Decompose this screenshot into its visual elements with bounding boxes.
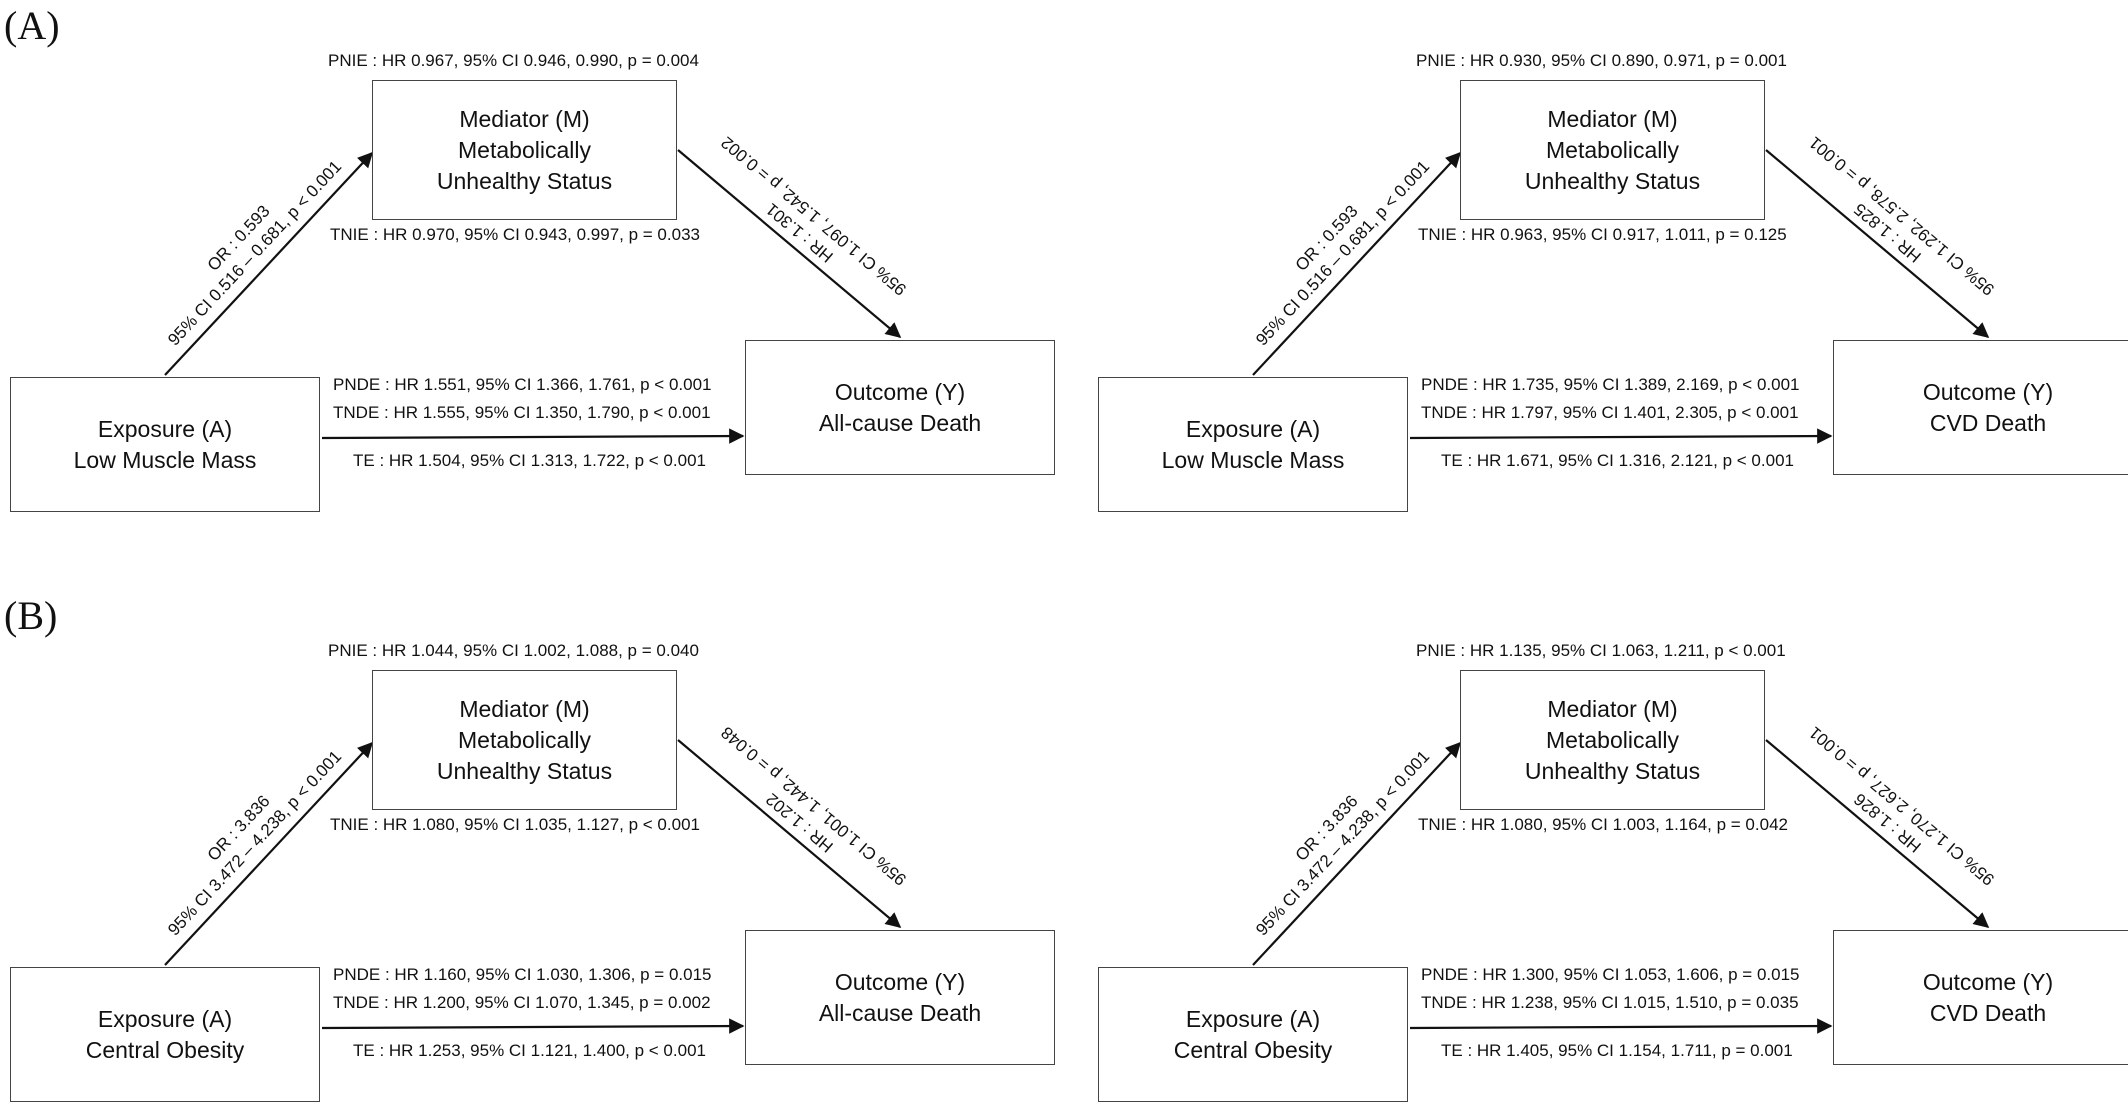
tnde-label: TNDE : HR 1.238, 95% CI 1.015, 1.510, p … — [1421, 993, 1799, 1012]
exposure-box: Exposure (A) Low Muscle Mass — [1098, 377, 1408, 512]
outcome-box-line: Outcome (Y) — [834, 968, 966, 995]
pnde-label: PNDE : HR 1.735, 95% CI 1.389, 2.169, p … — [1421, 375, 1800, 394]
outcome-box: Outcome (Y) CVD Death — [1833, 930, 2128, 1065]
mediator-box-line: Mediator (M) — [1547, 695, 1678, 722]
mediator-box-line: Metabolically — [458, 726, 591, 753]
tnie-label: TNIE : HR 0.970, 95% CI 0.943, 0.997, p … — [330, 225, 700, 244]
mediator-box-line: Unhealthy Status — [1524, 757, 1701, 784]
tnie-label: TNIE : HR 1.080, 95% CI 1.035, 1.127, p … — [330, 815, 700, 834]
arrow-exposure-to-outcome — [1409, 1018, 1833, 1034]
arrow-exposure-to-mediator — [1252, 151, 1462, 376]
arrow-exposure-to-mediator — [1252, 741, 1462, 966]
exposure-box: Exposure (A) Low Muscle Mass — [10, 377, 320, 512]
tnde-label: TNDE : HR 1.797, 95% CI 1.401, 2.305, p … — [1421, 403, 1799, 422]
arrow-mediator-to-outcome — [1765, 149, 1990, 338]
exposure-box-line: Low Muscle Mass — [1161, 446, 1345, 473]
pnie-label: PNIE : HR 1.135, 95% CI 1.063, 1.211, p … — [1416, 641, 1786, 660]
mediator-box-line: Metabolically — [1546, 726, 1679, 753]
pnie-label: PNIE : HR 0.967, 95% CI 0.946, 0.990, p … — [328, 51, 699, 70]
tnie-label: TNIE : HR 0.963, 95% CI 0.917, 1.011, p … — [1418, 225, 1787, 244]
tnde-label: TNDE : HR 1.200, 95% CI 1.070, 1.345, p … — [333, 993, 711, 1012]
pnde-label: PNDE : HR 1.160, 95% CI 1.030, 1.306, p … — [333, 965, 712, 984]
mediator-box-line: Mediator (M) — [459, 105, 590, 132]
arrow-exposure-to-mediator — [164, 741, 374, 966]
exposure-box: Exposure (A) Central Obesity — [1098, 967, 1408, 1102]
exposure-box-line: Central Obesity — [85, 1036, 245, 1063]
pnie-label: PNIE : HR 0.930, 95% CI 0.890, 0.971, p … — [1416, 51, 1787, 70]
mediator-box-line: Unhealthy Status — [436, 757, 613, 784]
mediator-box-line: Unhealthy Status — [436, 167, 613, 194]
mediator-box-line: Mediator (M) — [1547, 105, 1678, 132]
mediator-box-line: Metabolically — [1546, 136, 1679, 163]
exposure-box-line: Exposure (A) — [97, 415, 233, 442]
mediator-box-line: Metabolically — [458, 136, 591, 163]
outcome-box-line: All-cause Death — [818, 409, 982, 436]
exposure-box-line: Central Obesity — [1173, 1036, 1333, 1063]
outcome-box: Outcome (Y) All-cause Death — [745, 930, 1055, 1065]
exposure-box-line: Exposure (A) — [97, 1005, 233, 1032]
pnde-label: PNDE : HR 1.551, 95% CI 1.366, 1.761, p … — [333, 375, 712, 394]
te-label: TE : HR 1.504, 95% CI 1.313, 1.722, p < … — [353, 451, 706, 470]
outcome-box: Outcome (Y) CVD Death — [1833, 340, 2128, 475]
arrow-exposure-to-outcome — [1409, 428, 1833, 444]
arrow-exposure-to-outcome — [321, 1018, 745, 1034]
arrow-exposure-to-outcome — [321, 428, 745, 444]
arrow-mediator-to-outcome — [677, 149, 902, 338]
outcome-box-line: All-cause Death — [818, 999, 982, 1026]
pnie-label: PNIE : HR 1.044, 95% CI 1.002, 1.088, p … — [328, 641, 699, 660]
outcome-box-line: Outcome (Y) — [1922, 968, 2054, 995]
te-label: TE : HR 1.405, 95% CI 1.154, 1.711, p = … — [1441, 1041, 1793, 1060]
arrows — [164, 149, 902, 444]
te-label: TE : HR 1.253, 95% CI 1.121, 1.400, p < … — [353, 1041, 706, 1060]
panel-label-a: (A) — [4, 3, 60, 48]
mediator-box-line: Unhealthy Status — [1524, 167, 1701, 194]
exposure-box-line: Low Muscle Mass — [73, 446, 257, 473]
outcome-box-line: Outcome (Y) — [834, 378, 966, 405]
tnie-label: TNIE : HR 1.080, 95% CI 1.003, 1.164, p … — [1418, 815, 1788, 834]
te-label: TE : HR 1.671, 95% CI 1.316, 2.121, p < … — [1441, 451, 1794, 470]
exposure-box-line: Exposure (A) — [1185, 1005, 1321, 1032]
exposure-box: Exposure (A) Central Obesity — [10, 967, 320, 1102]
outcome-box: Outcome (Y) All-cause Death — [745, 340, 1055, 475]
mediator-box-line: Mediator (M) — [459, 695, 590, 722]
exposure-box-line: Exposure (A) — [1185, 415, 1321, 442]
panel-label-b: (B) — [4, 593, 58, 638]
outcome-box-line: CVD Death — [1929, 409, 2047, 436]
arrow-mediator-to-outcome — [677, 739, 902, 928]
pnde-label: PNDE : HR 1.300, 95% CI 1.053, 1.606, p … — [1421, 965, 1800, 984]
outcome-box-line: CVD Death — [1929, 999, 2047, 1026]
arrow-mediator-to-outcome — [1765, 739, 1990, 928]
arrows — [1252, 149, 1990, 444]
arrow-exposure-to-mediator — [164, 151, 374, 376]
outcome-box-line: Outcome (Y) — [1922, 378, 2054, 405]
arrows — [1252, 739, 1990, 1034]
tnde-label: TNDE : HR 1.555, 95% CI 1.350, 1.790, p … — [333, 403, 711, 422]
arrows — [164, 739, 902, 1034]
